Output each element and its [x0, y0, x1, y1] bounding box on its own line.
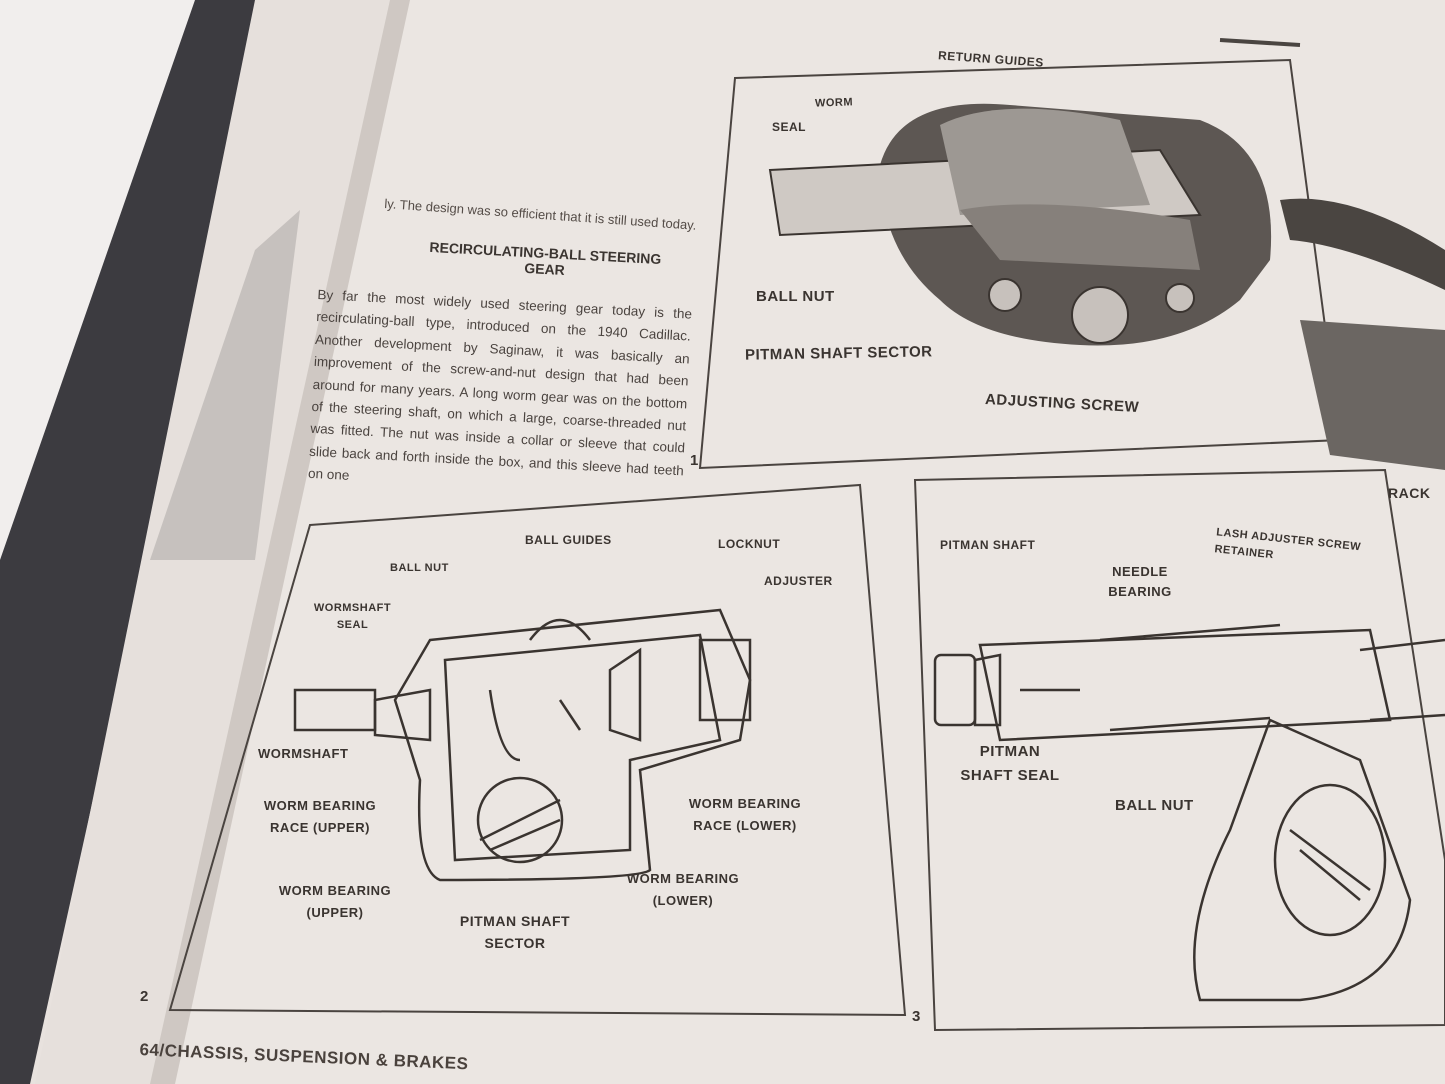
article-body: By far the most widely used steering gea… — [307, 284, 693, 505]
fig1-ball-nut-label: BALL NUT — [756, 288, 835, 305]
fig2-ball-guides-label: BALL GUIDES — [525, 533, 612, 547]
figure2-frame — [168, 483, 907, 1017]
fig1-worm-label: WORM — [814, 96, 854, 110]
fig2-race-lower-label: WORM BEARING RACE (LOWER) — [688, 796, 802, 833]
fig3-needle-bearing-label: NEEDLE BEARING — [1108, 564, 1172, 599]
left-page-photo — [150, 210, 300, 560]
fig3-number: 3 — [912, 1008, 921, 1025]
right-page-heading: RACK — [1388, 485, 1431, 501]
figure2-drawing — [293, 608, 752, 882]
fig2-race-upper-label: WORM BEARING RACE (UPPER) — [263, 798, 377, 835]
fig2-bearing-lower-label: WORM BEARING (LOWER) — [626, 871, 740, 908]
right-page-figure — [1219, 38, 1445, 470]
figure1-drawing — [768, 103, 1272, 346]
fig1-number: 1 — [690, 452, 699, 469]
fig1-seal-label: SEAL — [772, 120, 807, 134]
fig2-locknut-label: LOCKNUT — [718, 537, 781, 551]
fig2-number: 2 — [140, 988, 149, 1005]
article-paragraph: By far the most widely used steering gea… — [307, 286, 693, 484]
fig2-wormshaft-seal-label: WORMSHAFT SEAL — [313, 602, 392, 631]
fig2-wormshaft-label: WORMSHAFT — [258, 746, 349, 761]
fig2-bearing-upper-label: WORM BEARING (UPPER) — [278, 883, 392, 920]
fig2-ball-nut-label: BALL NUT — [390, 562, 449, 574]
fig1-pitman-shaft-sector-label: PITMAN SHAFT SECTOR — [744, 343, 933, 364]
fig3-pitman-shaft-seal-label: PITMAN SHAFT SEAL — [960, 743, 1060, 784]
figure3-frame — [913, 468, 1445, 1032]
fig3-pitman-shaft-label: PITMAN SHAFT — [940, 538, 1036, 552]
fig2-pitman-shaft-sector-label: PITMAN SHAFT SECTOR — [459, 913, 571, 951]
gutter-shadow — [150, 0, 410, 1084]
figure3-drawing — [933, 623, 1445, 1002]
fig3-ball-nut-label: BALL NUT — [1115, 797, 1194, 814]
fig2-adjuster-label: ADJUSTER — [764, 574, 833, 588]
